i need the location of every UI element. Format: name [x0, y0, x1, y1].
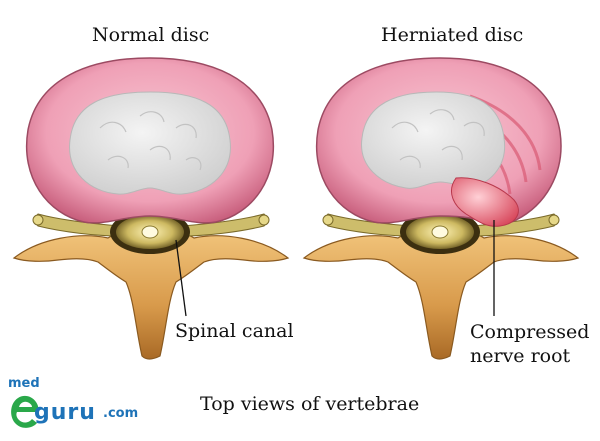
logo-guru-text: guru — [34, 400, 96, 425]
compressed-label-line1: Compressed — [470, 321, 590, 343]
normal-disc-title: Normal disc — [92, 24, 210, 46]
normal-vertebra — [12, 57, 290, 360]
medguru-logo: med guru .com — [0, 376, 150, 440]
herniated-vertebra — [302, 57, 580, 360]
left-disc-nucleus — [69, 91, 231, 195]
compressed-nerve-root-label: Compressed nerve root — [470, 320, 589, 368]
spinal-canal-pointer — [175, 239, 187, 317]
right-disc-nucleus — [361, 91, 506, 189]
logo-com-text: .com — [103, 406, 139, 421]
compressed-label-line2: nerve root — [470, 345, 571, 367]
spinal-canal-label: Spinal canal — [175, 320, 294, 342]
logo-med-text: med — [8, 376, 40, 391]
top-views-caption: Top views of vertebrae — [200, 393, 420, 415]
herniated-disc-title: Herniated disc — [381, 24, 524, 46]
herniation-bulge — [451, 177, 519, 227]
e-logo-icon — [11, 395, 39, 428]
